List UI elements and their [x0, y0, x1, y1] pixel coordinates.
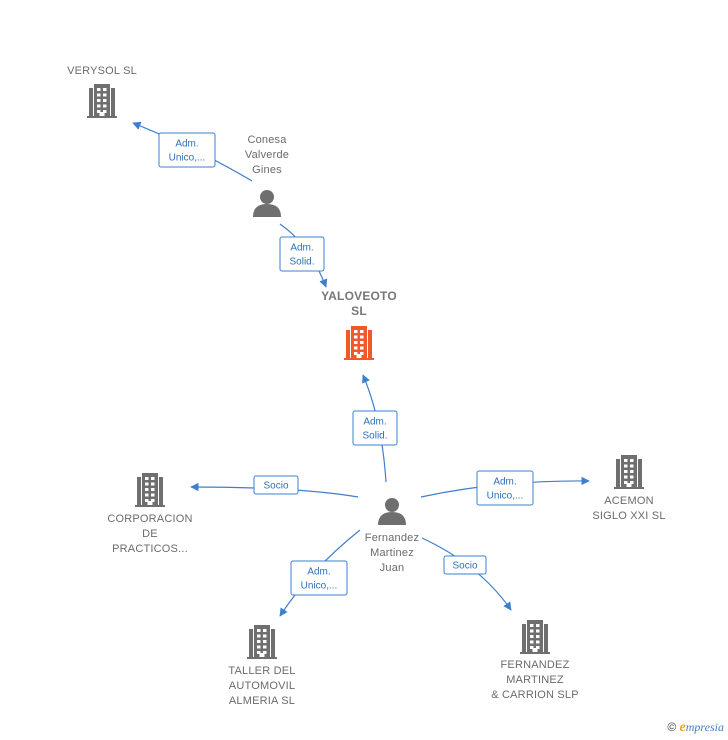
node-label-acemon: ACEMON — [604, 495, 653, 507]
edge-fernandez-to-fmcarrion: Socio — [421, 537, 512, 611]
building-icon — [135, 473, 165, 507]
node-label-taller: TALLER DEL — [228, 665, 295, 677]
edge-fernandez-to-acemon: Adm. Unico,... — [420, 470, 590, 506]
building-icon — [344, 326, 374, 360]
node-label-corporacion: PRACTICOS... — [112, 543, 188, 555]
node-label-conesa: Gines — [252, 164, 282, 176]
node-label-acemon: SIGLO XXI SL — [592, 510, 665, 522]
edge-label-text: Solid. — [289, 257, 314, 268]
node-fmcarrion[interactable]: FERNANDEZ MARTINEZ & CARRION SLP — [491, 620, 579, 701]
edge-label-text: Unico,... — [487, 491, 524, 502]
brand-initial: e — [679, 720, 686, 735]
edge-label-conesa-yaloveoto[interactable]: Adm. Solid. — [279, 236, 325, 272]
edge-label-text: Solid. — [362, 431, 387, 442]
edge-label-text: Unico,... — [301, 581, 338, 592]
edge-label-text: Socio — [452, 561, 477, 572]
edge-label-fernandez-taller[interactable]: Adm. Unico,... — [290, 560, 348, 596]
person-icon — [253, 190, 281, 217]
edge-label-conesa-verysol[interactable]: Adm. Unico,... — [158, 132, 216, 168]
edge-label-fernandez-yaloveoto[interactable]: Adm. Solid. — [352, 410, 398, 446]
edge-conesa-to-yaloveoto: Adm. Solid. — [279, 223, 328, 288]
edge-label-box[interactable] — [158, 132, 216, 168]
node-label-yaloveoto: SL — [351, 304, 367, 318]
edge-label-text: Adm. — [307, 567, 330, 578]
edge-fernandez-to-yaloveoto: Adm. Solid. — [352, 374, 398, 483]
copyright-symbol: © — [667, 720, 677, 734]
edge-label-text: Unico,... — [169, 153, 206, 164]
person-icon — [378, 498, 406, 525]
node-label-yaloveoto: YALOVEOTO — [321, 289, 397, 303]
edge-label-box[interactable] — [443, 555, 487, 575]
node-taller[interactable]: TALLER DEL AUTOMOVIL ALMERIA SL — [228, 625, 295, 707]
edge-label-text: Socio — [263, 481, 288, 492]
edge-label-text: Adm. — [290, 243, 313, 254]
edge-fernandez-to-corporacion: Socio — [190, 475, 359, 498]
building-icon — [614, 455, 644, 489]
edge-label-text: Adm. — [493, 477, 516, 488]
edge-label-text: Adm. — [363, 417, 386, 428]
edge-label-box[interactable] — [290, 560, 348, 596]
node-label-conesa: Valverde — [245, 149, 289, 161]
edge-label-fernandez-acemon[interactable]: Adm. Unico,... — [476, 470, 534, 506]
node-label-fmcarrion: FERNANDEZ — [500, 659, 569, 671]
edge-label-text: Adm. — [175, 139, 198, 150]
node-label-fernandez: Martinez — [370, 547, 414, 559]
building-icon — [87, 84, 117, 118]
building-icon — [520, 620, 550, 654]
node-label-corporacion: DE — [142, 528, 158, 540]
edge-label-box[interactable] — [352, 410, 398, 446]
node-label-taller: ALMERIA SL — [229, 695, 295, 707]
node-label-fmcarrion: & CARRION SLP — [491, 689, 579, 701]
node-label-fernandez: Fernandez — [365, 532, 419, 544]
edge-label-fernandez-fmcarrion[interactable]: Socio — [443, 555, 487, 575]
node-verysol[interactable]: VERYSOL SL — [67, 65, 137, 118]
edge-conesa-to-verysol: Adm. Unico,... — [132, 121, 253, 182]
node-acemon[interactable]: ACEMON SIGLO XXI SL — [592, 455, 665, 522]
edge-label-box[interactable] — [476, 470, 534, 506]
edge-label-box[interactable] — [253, 475, 299, 495]
node-label-fmcarrion: MARTINEZ — [506, 674, 564, 686]
edge-label-box[interactable] — [279, 236, 325, 272]
building-icon — [247, 625, 277, 659]
brand-name: mpresia — [685, 720, 724, 734]
edge-label-fernandez-corporacion[interactable]: Socio — [253, 475, 299, 495]
node-label-conesa: Conesa — [247, 134, 287, 146]
node-label-verysol: VERYSOL SL — [67, 65, 137, 77]
edge-fernandez-to-taller: Adm. Unico,... — [279, 529, 361, 617]
node-label-corporacion: CORPORACION — [107, 513, 192, 525]
node-label-fernandez: Juan — [380, 562, 405, 574]
node-corporacion[interactable]: CORPORACION DE PRACTICOS... — [107, 473, 192, 555]
footer-brand: © empresia — [667, 720, 724, 736]
node-label-taller: AUTOMOVIL — [229, 680, 295, 692]
